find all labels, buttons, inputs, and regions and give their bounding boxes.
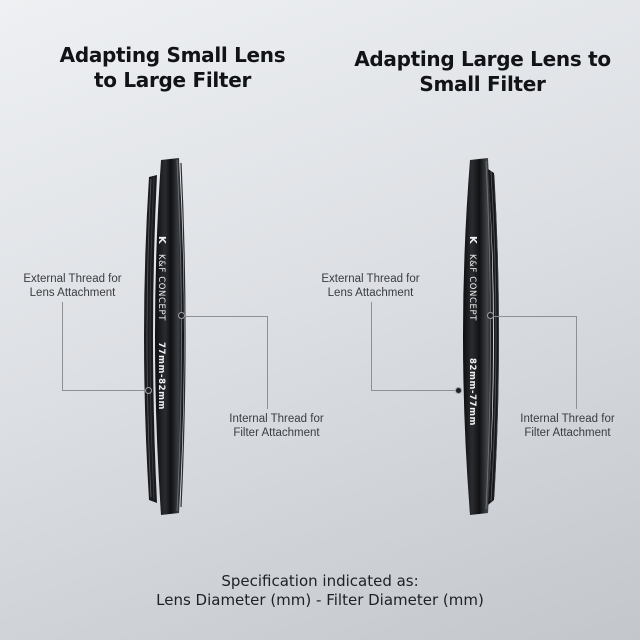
left-title: Adapting Small Lens to Large Filter bbox=[40, 43, 305, 93]
label-line: Filter Attachment bbox=[233, 427, 320, 439]
right-ring-brand: K&F CONCEPT bbox=[467, 254, 477, 322]
label-line: External Thread for bbox=[23, 273, 122, 285]
label-line: Internal Thread for bbox=[520, 413, 615, 425]
spec-line1: Specification indicated as: bbox=[221, 572, 419, 590]
spec-line2: Lens Diameter (mm) - Filter Diameter (mm… bbox=[156, 591, 484, 609]
right-internal-thread-label: Internal Thread for Filter Attachment bbox=[505, 412, 630, 440]
left-internal-thread-marker bbox=[178, 312, 185, 319]
label-line: Filter Attachment bbox=[524, 427, 611, 439]
specification-note: Specification indicated as: Lens Diamete… bbox=[0, 572, 640, 610]
left-external-leader bbox=[62, 302, 148, 391]
left-ring-brand: K&F CONCEPT bbox=[156, 254, 166, 322]
kf-logo-icon: K bbox=[156, 236, 167, 244]
right-internal-leader bbox=[493, 316, 577, 409]
kf-logo-icon: K bbox=[467, 236, 478, 244]
left-ring-size: 77mm-82mm bbox=[156, 342, 166, 411]
right-title-line2: Small Filter bbox=[419, 72, 546, 96]
label-line: Internal Thread for bbox=[229, 413, 324, 425]
label-line: External Thread for bbox=[321, 273, 420, 285]
left-external-thread-label: External Thread for Lens Attachment bbox=[10, 272, 135, 300]
left-title-line1: Adapting Small Lens bbox=[59, 43, 286, 67]
right-ring-size: 82mm-77mm bbox=[467, 358, 477, 427]
right-external-thread-label: External Thread for Lens Attachment bbox=[308, 272, 433, 300]
left-internal-thread-label: Internal Thread for Filter Attachment bbox=[214, 412, 339, 440]
right-title: Adapting Large Lens to Small Filter bbox=[335, 47, 630, 97]
left-title-line2: to Large Filter bbox=[93, 68, 252, 92]
right-internal-thread-marker bbox=[487, 312, 494, 319]
right-external-leader bbox=[371, 302, 457, 391]
left-internal-leader bbox=[184, 316, 268, 409]
left-external-thread-marker bbox=[145, 387, 152, 394]
label-line: Lens Attachment bbox=[29, 287, 116, 299]
right-title-line1: Adapting Large Lens to bbox=[354, 47, 611, 71]
right-external-thread-marker bbox=[455, 387, 462, 394]
label-line: Lens Attachment bbox=[327, 287, 414, 299]
step-down-ring-image bbox=[463, 158, 499, 515]
step-up-ring-image bbox=[144, 158, 186, 515]
